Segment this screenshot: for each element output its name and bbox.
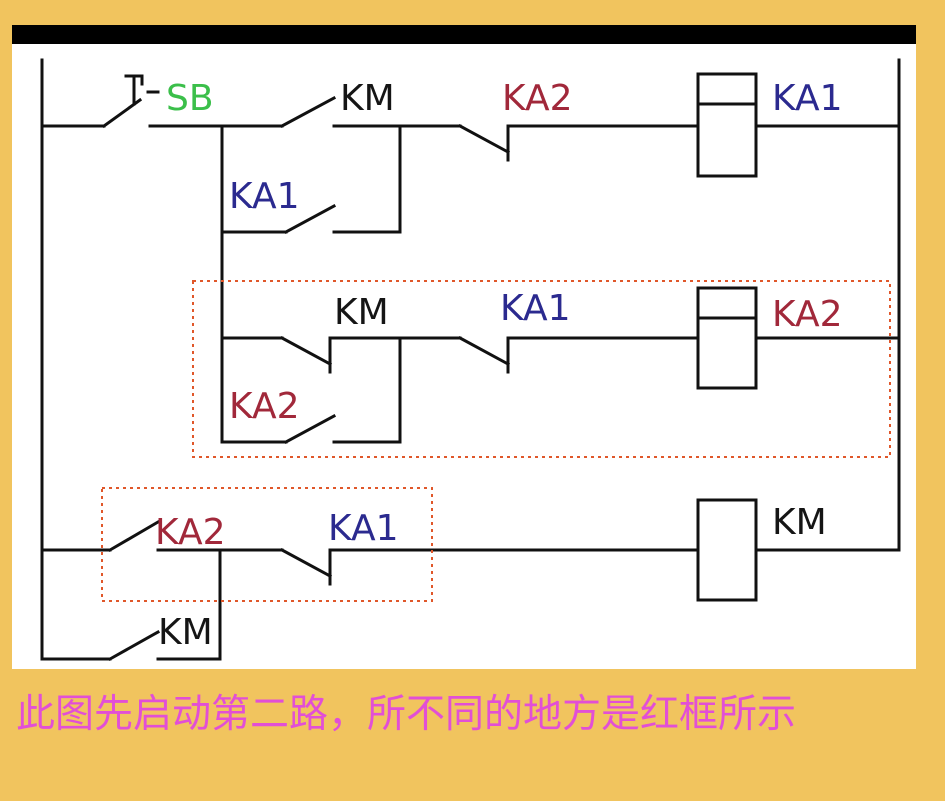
label-ka2-hold: KA2 bbox=[229, 386, 300, 427]
ka1-nc-contact-rung3 bbox=[279, 547, 333, 586]
km-contact-rung1 bbox=[279, 95, 337, 129]
km-nc-contact-rung2 bbox=[279, 335, 333, 374]
ka2-contact-rung3 bbox=[107, 519, 161, 553]
label-ka2-coil: KA2 bbox=[772, 294, 843, 335]
km-coil bbox=[696, 498, 758, 602]
ka1-nc-contact-rung2 bbox=[457, 335, 511, 374]
ka2-coil bbox=[696, 286, 758, 390]
top-black-bar bbox=[12, 25, 916, 44]
label-sb: SB bbox=[166, 78, 214, 119]
label-ka1-hold: KA1 bbox=[229, 176, 300, 217]
label-ka2-rung1: KA2 bbox=[502, 78, 573, 119]
rung-2 bbox=[220, 230, 901, 445]
circuit-panel bbox=[12, 44, 916, 669]
highlight-box-rung2 bbox=[192, 280, 891, 458]
label-ka1-rung3: KA1 bbox=[328, 508, 399, 549]
ka2-nc-contact-rung1 bbox=[457, 123, 511, 162]
label-ka1-rung2: KA1 bbox=[500, 288, 571, 329]
label-km-rung1: KM bbox=[340, 78, 395, 119]
sb-pushbutton bbox=[101, 74, 160, 129]
ka2-hold-contact bbox=[283, 413, 337, 445]
ka1-coil bbox=[696, 72, 758, 178]
label-ka1-coil: KA1 bbox=[772, 78, 843, 119]
ka1-hold-contact bbox=[283, 203, 337, 235]
rung-3 bbox=[40, 498, 901, 662]
km-hold-contact bbox=[107, 629, 161, 662]
label-km-hold: KM bbox=[158, 612, 213, 653]
label-km-coil: KM bbox=[772, 502, 827, 543]
highlight-box-rung3 bbox=[101, 487, 433, 602]
caption-text: 此图先启动第二路，所不同的地方是红框所示 bbox=[16, 692, 797, 737]
label-km-rung2: KM bbox=[334, 292, 389, 333]
rung-1 bbox=[40, 72, 901, 235]
label-ka2-rung3: KA2 bbox=[155, 512, 226, 553]
